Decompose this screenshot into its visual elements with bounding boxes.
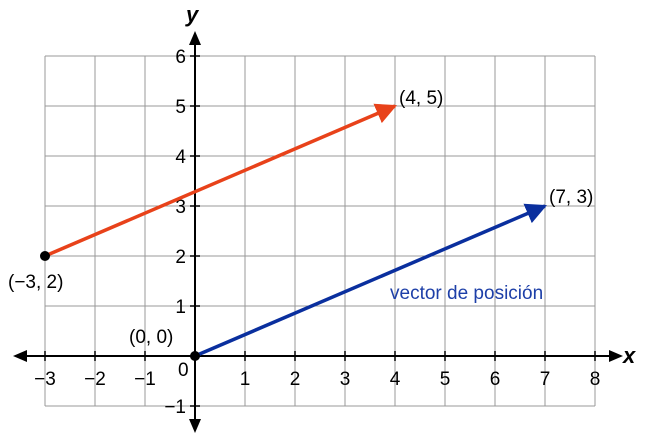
x-axis-title: x	[622, 343, 636, 368]
end-label-red: (4, 5)	[399, 88, 443, 109]
points	[40, 251, 200, 361]
tick-labels: −3 −2 −1 1 2 3 4 5 6 7 8 −1 1 2 3 4 5 6	[34, 47, 600, 418]
end-label-blue: (7, 3)	[549, 187, 593, 208]
point-origin	[190, 351, 200, 361]
y-axis-arrow-up	[189, 31, 201, 45]
x-tick-label: 7	[540, 369, 551, 390]
x-axis-arrow-right	[609, 350, 623, 362]
point-start-red	[40, 251, 50, 261]
origin-point-label: (0, 0)	[129, 327, 173, 348]
x-tick-label: 8	[590, 369, 601, 390]
x-tick-label: −1	[134, 369, 156, 390]
y-tick-label: −1	[164, 397, 186, 418]
y-tick-label: 6	[175, 47, 186, 68]
x-tick-label: 4	[390, 369, 401, 390]
x-tick-label: 6	[490, 369, 501, 390]
y-tick-label: 2	[175, 247, 186, 268]
y-axis-arrow-down	[189, 419, 201, 433]
vectors	[44, 103, 547, 358]
y-tick-label: 3	[175, 197, 186, 218]
y-tick-label: 1	[175, 297, 186, 318]
start-label-red: (−3, 2)	[8, 272, 63, 293]
grid	[44, 55, 596, 407]
x-axis-arrow-left	[13, 350, 27, 362]
red-vector	[44, 103, 397, 258]
y-axis-title: y	[185, 2, 200, 27]
x-tick-label: 2	[290, 369, 301, 390]
origin-tick-label: 0	[178, 360, 189, 381]
x-tick-label: −2	[84, 369, 106, 390]
axes	[13, 31, 623, 433]
y-tick-label: 5	[175, 97, 186, 118]
x-tick-label: 1	[240, 369, 251, 390]
position-vector	[194, 203, 547, 358]
position-vector-caption: vector de posición	[390, 283, 543, 304]
y-tick-label: 4	[175, 147, 186, 168]
x-tick-label: −3	[34, 369, 56, 390]
x-tick-label: 5	[440, 369, 451, 390]
x-tick-label: 3	[340, 369, 351, 390]
